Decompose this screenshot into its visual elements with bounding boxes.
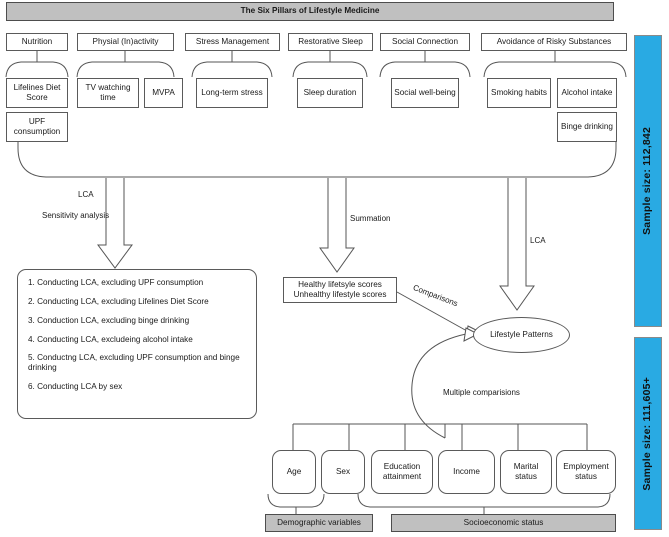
sensitivity-analysis-list: 1. Conducting LCA, excluding UPF consump… [28, 278, 246, 392]
list-item: 2. Conducting LCA, excluding Lifelines D… [28, 296, 209, 306]
covariate-education-attainment: Education attainment [371, 450, 433, 494]
arrow-label-summation: Summation [350, 214, 391, 223]
lifestyle-scores-box: Healthy lifetsyle scores Unhealthy lifes… [283, 277, 397, 303]
measure-label: UPF consumption [13, 116, 61, 137]
pillar-label: Avoidance of Risky Substances [496, 36, 612, 46]
banner-label: Demographic variables [277, 517, 361, 527]
arrow-label-lca-right: LCA [530, 236, 546, 245]
measure-label: Social well-being [394, 87, 456, 97]
measure-smoking-habits: Smoking habits [487, 78, 551, 108]
measure-long-term-stress: Long-term stress [196, 78, 268, 108]
list-item: 6. Conducting LCA by sex [28, 382, 123, 392]
measure-social-well-being: Social well-being [391, 78, 459, 108]
list-item: 5. Conductng LCA, excluding UPF consumpt… [28, 353, 240, 373]
measure-label: Smoking habits [491, 87, 547, 97]
sample-size-bar-top: Sample size: 112,842 [634, 35, 662, 327]
pillar-label: Nutrition [21, 36, 53, 46]
covariate-age: Age [272, 450, 316, 494]
pillar-label: Social Connection [392, 36, 458, 46]
measure-mvpa: MVPA [144, 78, 183, 108]
banner-label: Socioeconomic status [463, 517, 544, 527]
measure-label: Long-term stress [201, 87, 263, 97]
arrow-label-sensitivity-analysis: Sensitivity analysis [42, 211, 110, 220]
covariate-label: Education attainment [382, 461, 422, 482]
covariate-label: Age [286, 466, 302, 476]
list-item: 4. Conducting LCA, excludeing alcohol in… [28, 334, 193, 344]
measure-label: Lifelines Diet Score [13, 82, 61, 103]
lifestyle-patterns-label: Lifestyle Patterns [490, 329, 553, 339]
unhealthy-scores-label: Unhealthy lifestyle scores [293, 290, 387, 299]
covariate-label: Employment status [563, 461, 609, 482]
pillar-avoidance-risky-substances: Avoidance of Risky Substances [481, 33, 627, 51]
measure-label: MVPA [152, 87, 175, 97]
pillar-label: Restorative Sleep [298, 36, 363, 46]
title-banner: The Six Pillars of Lifestyle Medicine [6, 2, 614, 21]
covariate-label: Sex [335, 466, 351, 476]
healthy-scores-label: Healthy lifetsyle scores [298, 279, 382, 289]
measure-label: Sleep duration [303, 87, 357, 97]
measure-binge-drinking: Binge drinking [557, 112, 617, 142]
covariate-label: Marital status [513, 461, 539, 482]
sample-size-bar-bottom: Sample size: 111,605+ [634, 337, 662, 530]
list-item: 1. Conducting LCA, excluding UPF consump… [28, 278, 204, 287]
covariate-income: Income [438, 450, 495, 494]
lifestyle-patterns-node: Lifestyle Patterns [473, 317, 570, 353]
pillar-physical-inactivity: Physial (In)activity [77, 33, 174, 51]
covariate-marital-status: Marital status [500, 450, 552, 494]
measure-label: Alcohol intake [561, 87, 613, 97]
sample-size-top-label: Sample size: 112,842 [641, 127, 654, 235]
covariate-employment-status: Employment status [556, 450, 616, 494]
measure-label: TV watching time [85, 82, 131, 103]
measure-tv-watching-time: TV watching time [77, 78, 139, 108]
arrow-label-multiple-comparisons: Multiple comparisions [443, 388, 520, 397]
sample-size-bottom-label: Sample size: 111,605+ [641, 376, 654, 491]
covariate-sex: Sex [321, 450, 365, 494]
measure-lifelines-diet-score: Lifelines Diet Score [6, 78, 68, 108]
banner-demographic-variables: Demographic variables [265, 514, 373, 532]
pillar-nutrition: Nutrition [6, 33, 68, 51]
measure-label: Binge drinking [561, 121, 613, 131]
pillar-stress-management: Stress Management [185, 33, 280, 51]
pillar-social-connection: Social Connection [380, 33, 470, 51]
measure-upf-consumption: UPF consumption [6, 112, 68, 142]
covariate-label: Income [453, 466, 480, 476]
title-banner-label: The Six Pillars of Lifestyle Medicine [240, 6, 380, 16]
arrow-label-lca-left: LCA [78, 190, 94, 199]
measure-sleep-duration: Sleep duration [297, 78, 363, 108]
measure-alcohol-intake: Alcohol intake [557, 78, 617, 108]
banner-socioeconomic-status: Socioeconomic status [391, 514, 616, 532]
pillar-label: Physial (In)activity [92, 36, 159, 46]
sensitivity-analysis-box: 1. Conducting LCA, excluding UPF consump… [17, 269, 257, 419]
pillar-restorative-sleep: Restorative Sleep [288, 33, 373, 51]
list-item: 3. Conduction LCA, excluding binge drink… [28, 315, 190, 325]
pillar-label: Stress Management [195, 36, 270, 46]
